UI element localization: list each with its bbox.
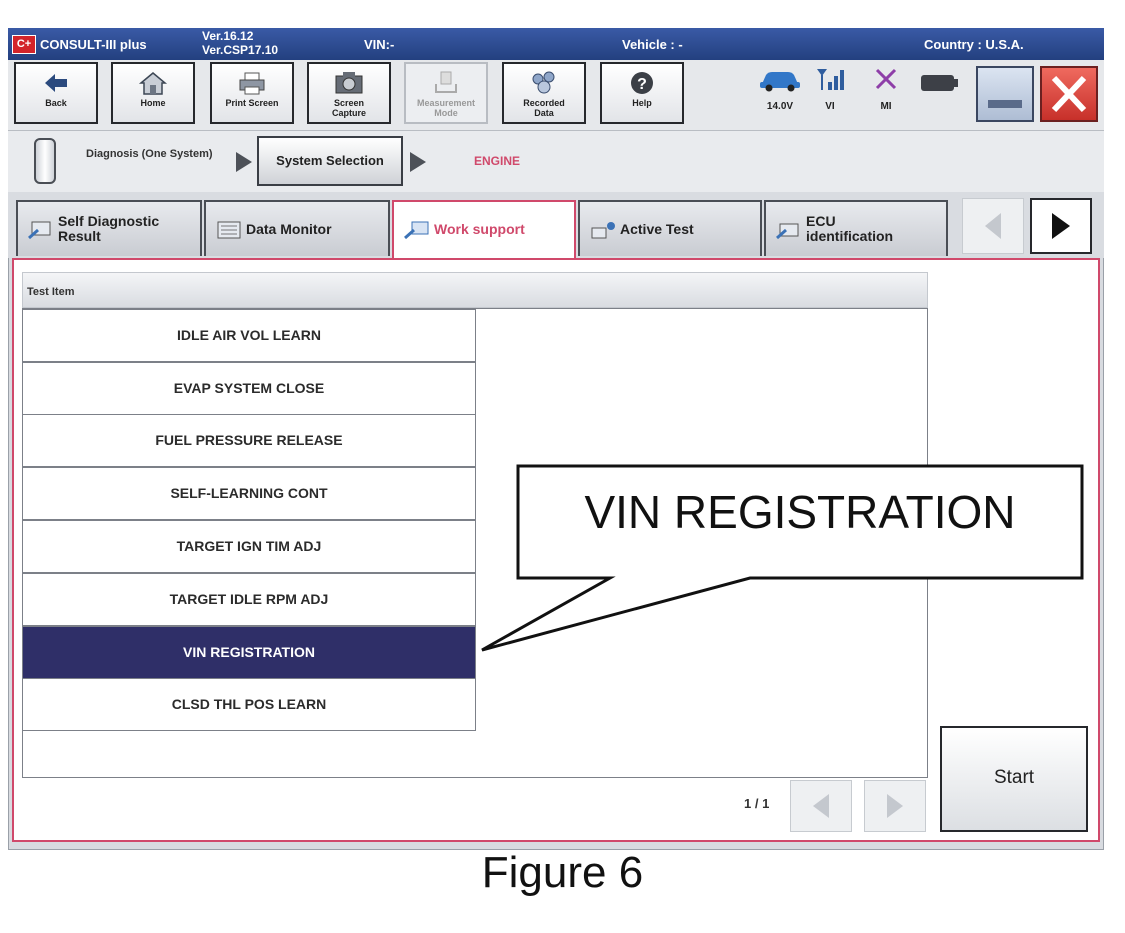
chevron-left-icon	[813, 794, 829, 818]
measurement-label-1: Measurement	[416, 98, 476, 108]
tab-work-support[interactable]: Work support	[392, 200, 576, 260]
vi-status: VI	[812, 66, 848, 112]
start-button[interactable]: Start	[940, 726, 1088, 832]
page-prev-button[interactable]	[790, 780, 852, 832]
title-bar: C+ CONSULT-III plus Ver.16.12 Ver.CSP17.…	[8, 28, 1104, 60]
country-label: Country : U.S.A.	[924, 37, 1024, 52]
test-item-header: Test Item	[22, 272, 928, 308]
measurement-label-2: Mode	[434, 108, 458, 118]
figure-caption: Figure 6	[481, 848, 644, 897]
vi-label: VI	[825, 101, 835, 112]
recorded-label-2: Data	[534, 108, 554, 118]
help-button[interactable]: ? Help	[600, 62, 684, 124]
vin-label: VIN:-	[364, 37, 395, 52]
list-item[interactable]: TARGET IDLE RPM ADJ	[22, 573, 476, 626]
tab-label: Data Monitor	[246, 221, 332, 237]
consult-logo: C+	[12, 35, 36, 54]
camera-icon	[335, 72, 363, 94]
diagnostic-icon	[28, 221, 51, 240]
back-button[interactable]: Back	[14, 62, 98, 124]
home-label: Home	[140, 98, 166, 108]
active-test-icon	[591, 222, 615, 239]
recorded-label-1: Recorded	[523, 98, 565, 108]
help-icon: ?	[631, 72, 653, 94]
data-monitor-icon	[217, 221, 241, 239]
breadcrumb-engine: ENGINE	[474, 154, 521, 168]
breadcrumb-diagnosis[interactable]: Diagnosis (One System)	[86, 148, 213, 160]
minimize-icon	[988, 100, 1022, 108]
screen-capture-button[interactable]: Screen Capture	[307, 62, 391, 124]
list-item[interactable]: SELF-LEARNING CONT	[22, 467, 476, 520]
home-icon	[138, 72, 168, 95]
ecu-identification-icon	[776, 223, 799, 240]
callout-label: VIN REGISTRATION	[584, 486, 1016, 538]
version-csp: Ver.CSP17.10	[202, 43, 279, 57]
list-item[interactable]: FUEL PRESSURE RELEASE	[22, 414, 476, 467]
tab-label: Active Test	[620, 221, 694, 237]
chevron-right-icon	[410, 152, 426, 172]
recorded-data-button[interactable]: Recorded Data	[502, 62, 586, 124]
close-button[interactable]	[1040, 66, 1098, 122]
measurement-icon	[435, 71, 457, 93]
signal-icon	[817, 69, 844, 90]
home-button[interactable]: Home	[111, 62, 195, 124]
battery-icon	[920, 72, 960, 94]
chevron-left-icon	[985, 213, 1001, 239]
tab-scroll-left-button[interactable]	[962, 198, 1024, 254]
mi-label: MI	[880, 101, 892, 112]
work-support-icon	[404, 221, 429, 240]
chevron-right-icon	[236, 152, 252, 172]
mi-disconnected-icon	[875, 68, 897, 90]
tab-scroll-right-button[interactable]	[1030, 198, 1092, 254]
mi-status: MI	[868, 66, 904, 112]
measurement-mode-button[interactable]: Measurement Mode	[404, 62, 488, 124]
list-item[interactable]: TARGET IGN TIM ADJ	[22, 520, 476, 573]
breadcrumb	[8, 130, 1104, 194]
screen-capture-label-1: Screen	[333, 98, 365, 108]
tab-label: identification	[806, 228, 894, 244]
page-indicator: 1 / 1	[744, 796, 770, 811]
screen-capture-label-2: Capture	[331, 108, 366, 118]
tab-data-monitor[interactable]: Data Monitor	[204, 200, 390, 256]
list-item-selected[interactable]: VIN REGISTRATION	[22, 626, 476, 679]
recorded-data-icon	[532, 71, 555, 94]
print-screen-button[interactable]: Print Screen	[210, 62, 294, 124]
battery-voltage-status: 14.0V	[756, 66, 804, 112]
tab-active-test[interactable]: Active Test	[578, 200, 762, 256]
chevron-right-icon	[1052, 213, 1070, 239]
device-icon	[34, 138, 56, 184]
print-screen-label: Print Screen	[225, 98, 279, 108]
help-label: Help	[632, 98, 652, 108]
tab-label: Work support	[434, 221, 525, 237]
system-selection-button[interactable]: System Selection	[257, 136, 403, 186]
app-name: CONSULT-III plus	[40, 37, 147, 52]
car-icon	[760, 72, 800, 92]
list-item[interactable]: IDLE AIR VOL LEARN	[22, 309, 476, 362]
close-icon	[1051, 75, 1087, 113]
minimize-button[interactable]	[976, 66, 1034, 122]
chevron-right-icon	[887, 794, 903, 818]
back-label: Back	[45, 98, 67, 108]
voltage-value: 14.0V	[766, 101, 794, 112]
back-arrow-icon	[45, 74, 67, 92]
list-item[interactable]: CLSD THL POS LEARN	[22, 678, 476, 731]
list-item[interactable]: EVAP SYSTEM CLOSE	[22, 362, 476, 415]
page-next-button[interactable]	[864, 780, 926, 832]
tab-label: Result	[58, 228, 101, 244]
test-item-header-label: Test Item	[27, 286, 75, 298]
version-main: Ver.16.12	[202, 29, 254, 43]
tab-label: Self Diagnostic	[58, 213, 160, 229]
tab-label: ECU	[806, 213, 836, 229]
vehicle-label: Vehicle : -	[622, 37, 683, 52]
svg-text:?: ?	[637, 76, 647, 93]
printer-icon	[239, 72, 265, 95]
